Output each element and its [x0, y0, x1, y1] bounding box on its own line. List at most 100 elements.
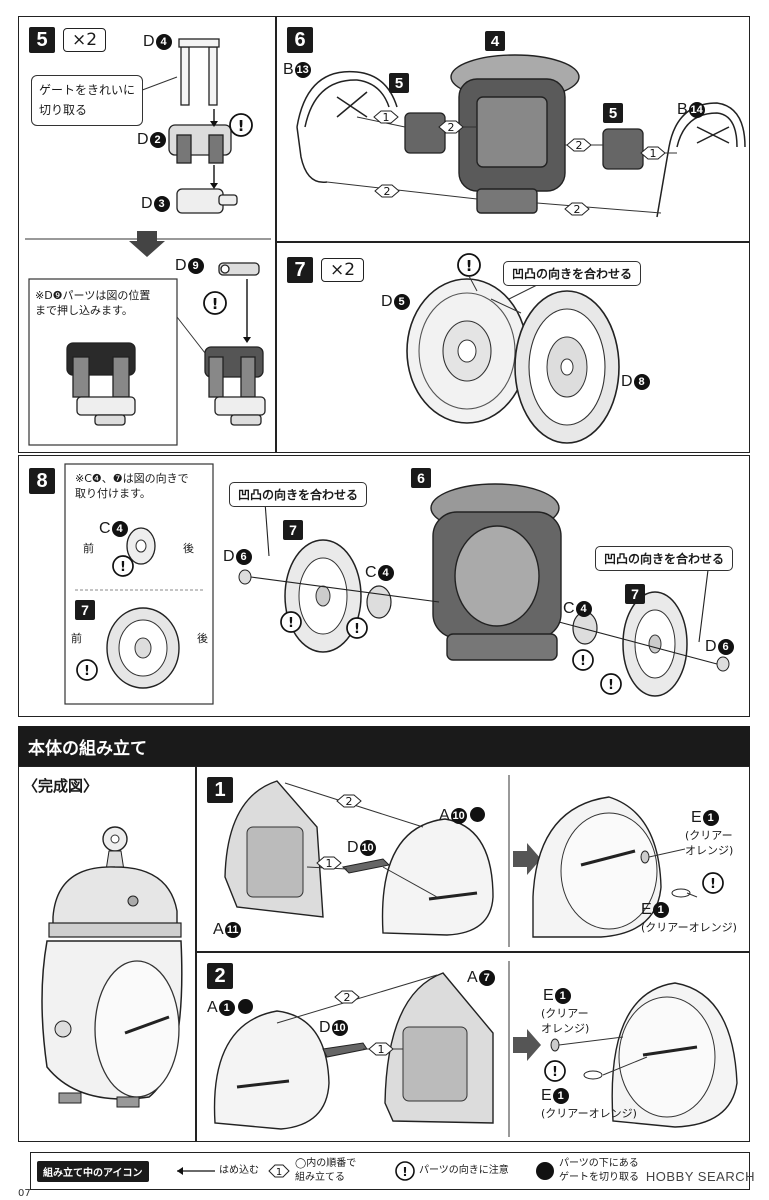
legend-title: 組み立て中のアイコン: [37, 1161, 149, 1182]
svg-text:!: !: [466, 257, 473, 275]
svg-text:!: !: [354, 622, 360, 637]
orientation-note: ※C❹、❼は図の向きで取り付けます。: [75, 472, 189, 500]
icon-legend: 1 ! 組み立て中のアイコン はめ込む ◯内の順番で組み立てる パーツの向きに注…: [30, 1152, 750, 1190]
legend-gate: パーツの下にあるゲートを切り取る: [559, 1158, 639, 1183]
complete-figure-illustration: [41, 826, 183, 1108]
align-note-step7: 凹凸の向きを合わせる: [503, 261, 642, 286]
front-label-bottom: 前: [71, 632, 82, 645]
legend-direction: パーツの向きに注意: [419, 1165, 509, 1176]
svg-text:2: 2: [344, 991, 351, 1004]
legend-order: ◯内の順番で組み立てる: [295, 1158, 357, 1183]
complete-figure-label: 〈完成図〉: [23, 778, 99, 795]
watermark: HOBBY SEARCH: [645, 1169, 755, 1184]
ref-step-5-left: 5: [389, 73, 409, 93]
clear-orange-note-1b: (クリアーオレンジ): [641, 921, 737, 934]
body-step-1-illustration: 2 1 !: [224, 775, 724, 947]
step-7-illustration: !: [406, 253, 620, 444]
svg-text:2: 2: [576, 139, 583, 152]
body-step-2-illustration: 2 1 !: [213, 961, 738, 1137]
legend-insert: はめ込む: [219, 1165, 259, 1176]
svg-text:!: !: [288, 616, 294, 631]
body-step-1-number: 1: [207, 777, 233, 803]
svg-text:!: !: [608, 678, 614, 693]
section-title-bar: 本体の組み立て: [18, 726, 750, 766]
step-5-multiplier: ×2: [63, 28, 107, 52]
page-number: 07: [18, 1188, 31, 1199]
svg-text:2: 2: [384, 185, 391, 198]
svg-text:2: 2: [574, 203, 581, 216]
back-label-top: 後: [183, 542, 194, 555]
step-6-number: 6: [287, 27, 313, 53]
step-7-number: 7: [287, 257, 313, 283]
ref-step-7-right: 7: [625, 584, 645, 604]
svg-text:!: !: [580, 654, 586, 669]
push-in-note: ※D❾パーツは図の位置まで押し込みます。: [35, 289, 151, 317]
align-note-left: 凹凸の向きを合わせる: [229, 482, 368, 507]
legend-icons: 1 !: [177, 1161, 554, 1181]
svg-text:!: !: [552, 1065, 558, 1080]
align-note-right: 凹凸の向きを合わせる: [595, 546, 734, 571]
step-5-number: 5: [29, 27, 55, 53]
ref-step-4: 4: [485, 31, 505, 51]
clear-orange-note-2a: (クリアーオレンジ): [541, 1007, 590, 1035]
front-label-top: 前: [83, 542, 94, 555]
svg-text:1: 1: [276, 1167, 282, 1178]
step-8-number: 8: [29, 468, 55, 494]
gate-cut-icon: [469, 807, 485, 822]
svg-text:2: 2: [448, 121, 455, 134]
body-step-2-number: 2: [207, 963, 233, 989]
back-label-bottom: 後: [197, 632, 208, 645]
step-6-illustration: 1 2 2 1 2 2: [296, 54, 746, 218]
svg-text:1: 1: [378, 1043, 385, 1056]
svg-text:!: !: [238, 117, 245, 135]
step-5-illustration: ! !: [25, 38, 271, 446]
svg-text:!: !: [212, 295, 219, 313]
step-8-panel: ! !: [18, 455, 750, 717]
gate-cut-icon: [237, 999, 253, 1014]
svg-text:1: 1: [326, 857, 333, 870]
svg-text:2: 2: [346, 795, 353, 808]
svg-text:!: !: [84, 664, 90, 679]
complete-figure-panel: 〈完成図〉: [18, 766, 196, 1142]
clear-orange-note-2b: (クリアーオレンジ): [541, 1107, 637, 1120]
svg-text:!: !: [710, 877, 716, 892]
svg-text:1: 1: [650, 147, 657, 160]
ref-step-5-right: 5: [603, 103, 623, 123]
step-7-multiplier: ×2: [321, 258, 365, 282]
svg-text:1: 1: [383, 111, 390, 124]
gate-note-bubble: ゲートをきれいに切り取る: [31, 75, 144, 126]
ref-step-7-left: 7: [283, 520, 303, 540]
svg-text:!: !: [402, 1165, 407, 1179]
svg-text:!: !: [120, 560, 126, 575]
step-8-illustration: ! !: [64, 463, 730, 705]
ref-step-6: 6: [411, 468, 431, 488]
